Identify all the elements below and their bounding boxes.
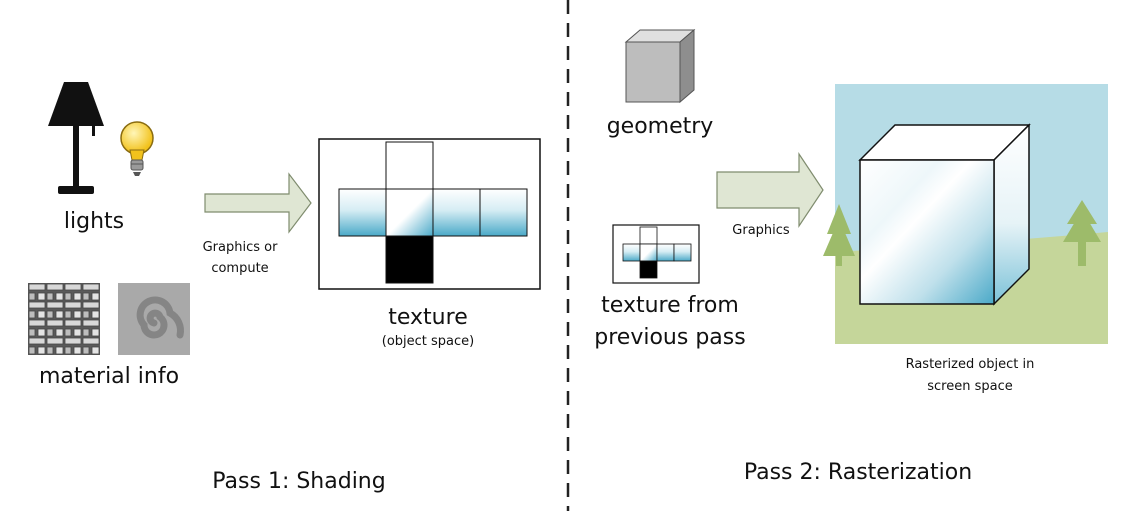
arrow1-label-line2: compute bbox=[211, 261, 269, 276]
swirl-texture-icon bbox=[118, 283, 190, 355]
arrow2-label: Graphics bbox=[732, 223, 790, 238]
gray-cube-icon bbox=[624, 28, 696, 104]
rasterized-label-line1: Rasterized object in bbox=[905, 357, 1035, 372]
lights-label: lights bbox=[63, 209, 125, 234]
texture-sublabel: (object space) bbox=[381, 334, 475, 349]
texture-object-space bbox=[318, 138, 541, 290]
lamp-icon bbox=[48, 82, 104, 194]
tree-icon-left bbox=[823, 204, 855, 266]
lightbulb-icon bbox=[120, 121, 154, 176]
arrow1-label-line1: Graphics or bbox=[202, 240, 278, 255]
pass1-title: Pass 1: Shading bbox=[212, 469, 386, 494]
material-info-label: material info bbox=[38, 364, 180, 389]
weave-texture-icon bbox=[28, 283, 100, 355]
texture-prev-label-line1: texture from bbox=[601, 293, 739, 318]
arrow-graphics-or-compute bbox=[204, 172, 312, 234]
geometry-label: geometry bbox=[606, 114, 714, 139]
rasterized-scene bbox=[823, 84, 1108, 344]
tree-icon-right bbox=[1063, 200, 1101, 266]
texture-prev-label-line2: previous pass bbox=[594, 325, 746, 350]
arrow-graphics bbox=[716, 152, 824, 228]
pass2-title: Pass 2: Rasterization bbox=[743, 460, 973, 485]
texture-label: texture bbox=[388, 305, 468, 330]
texture-previous-pass bbox=[612, 224, 700, 284]
rasterized-label-line2: screen space bbox=[927, 379, 1013, 394]
